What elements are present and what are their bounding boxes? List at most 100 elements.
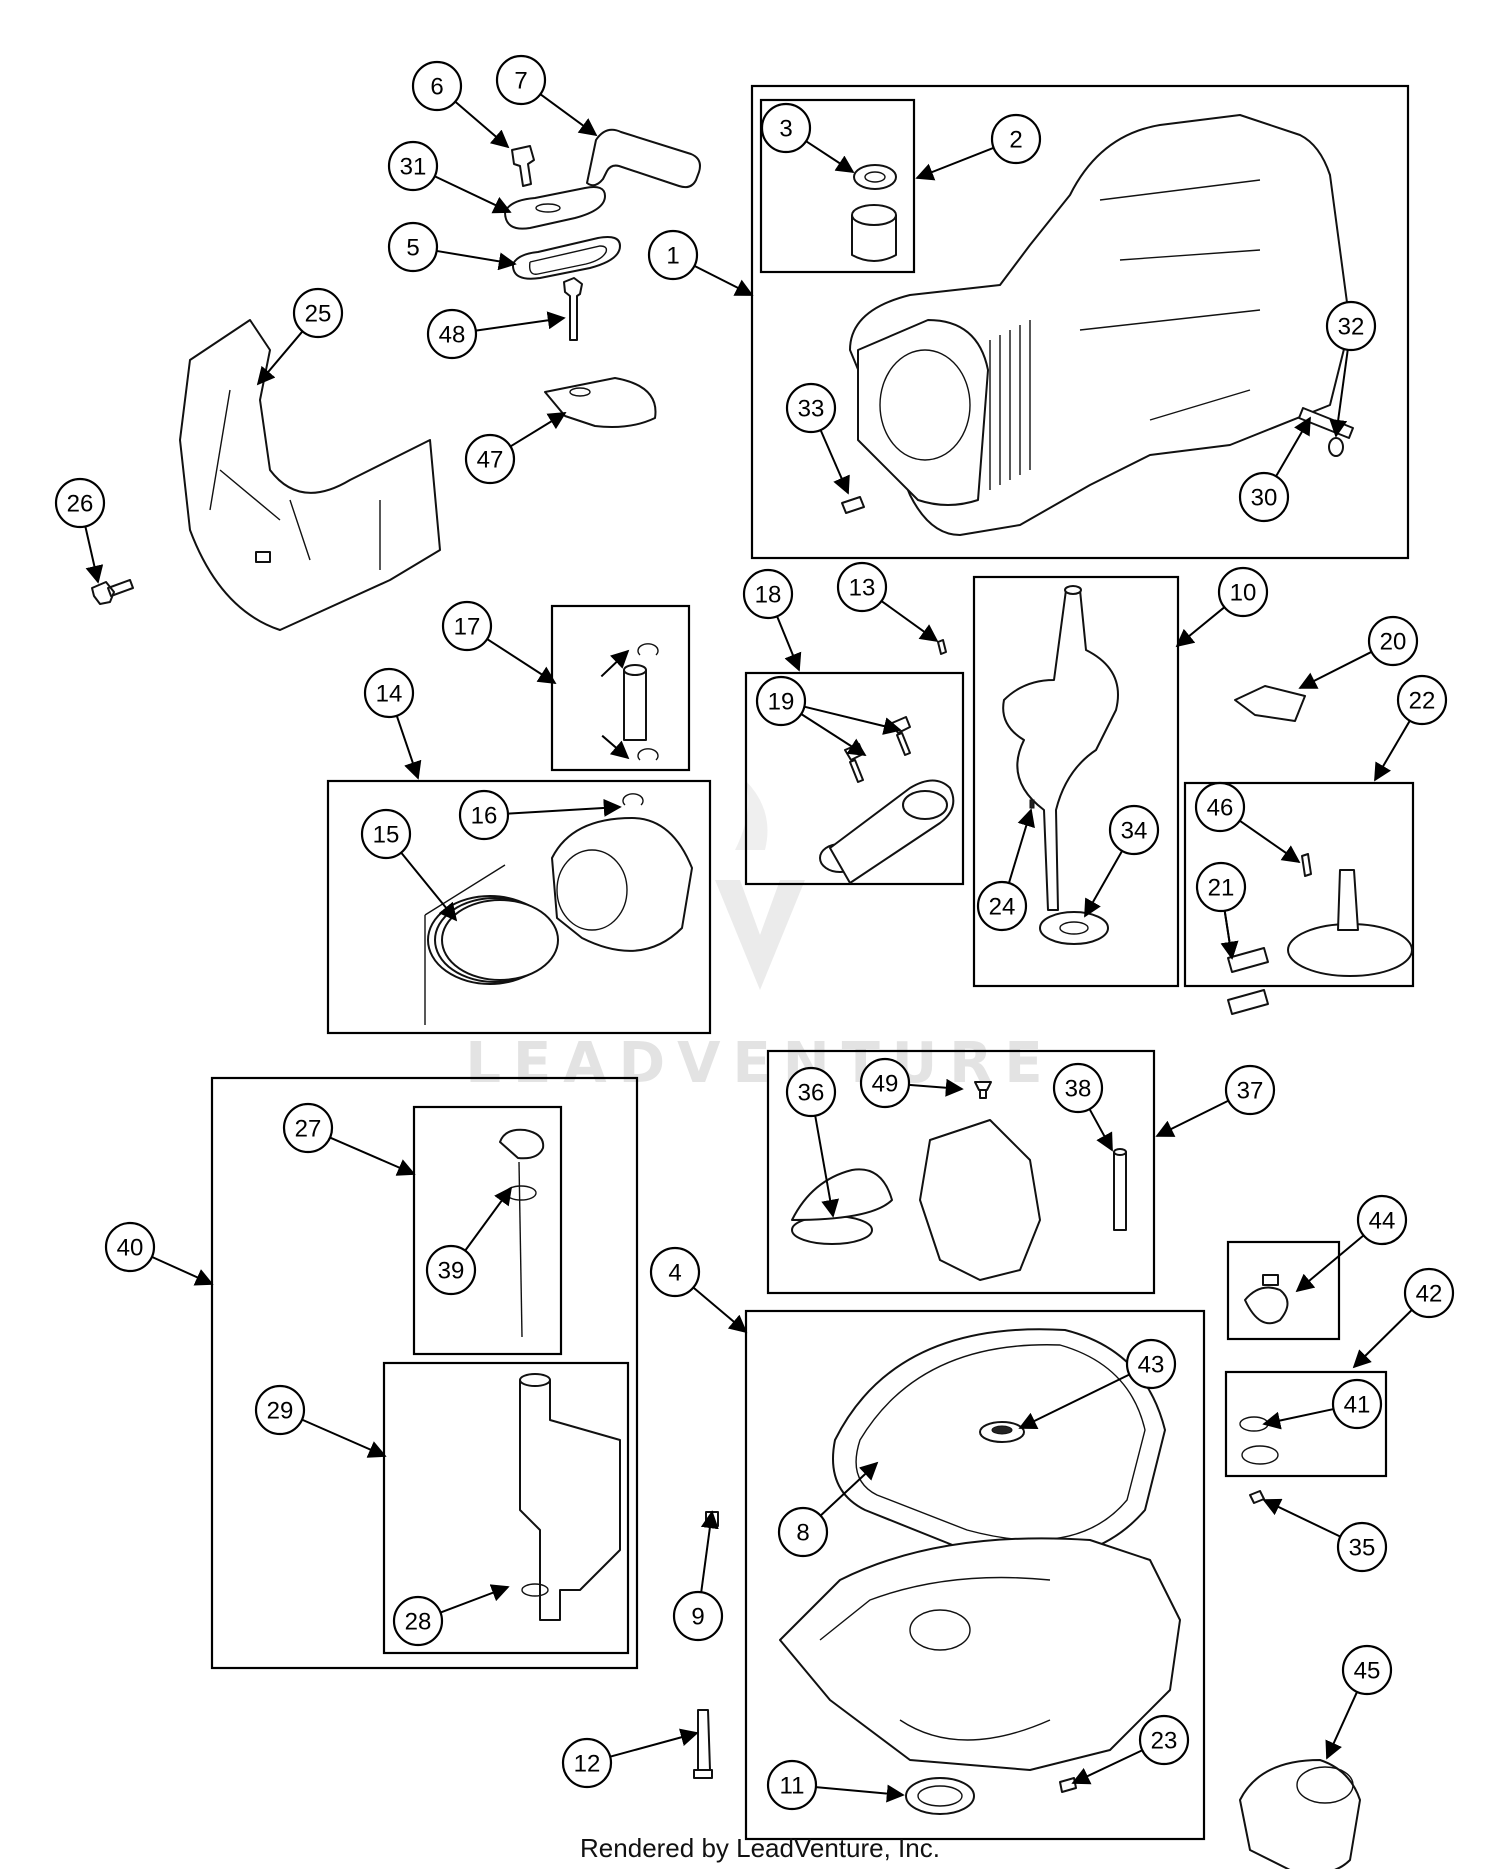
- callout-34[interactable]: 34: [1108, 804, 1160, 856]
- callout-29[interactable]: 29: [254, 1384, 306, 1436]
- callout-20[interactable]: 20: [1367, 615, 1419, 667]
- callout-number: 48: [439, 322, 466, 349]
- part-breather-tube: [586, 128, 701, 189]
- leader-line-46: [1239, 819, 1301, 864]
- callout-number: 4: [668, 1260, 681, 1287]
- callout-8[interactable]: 8: [777, 1506, 829, 1558]
- callout-number: 33: [798, 396, 825, 423]
- callout-number: 13: [849, 575, 876, 602]
- callout-38[interactable]: 38: [1052, 1062, 1104, 1114]
- callout-12[interactable]: 12: [561, 1737, 613, 1789]
- callout-18[interactable]: 18: [742, 568, 794, 620]
- callout-number: 10: [1230, 580, 1257, 607]
- callout-48[interactable]: 48: [426, 308, 478, 360]
- callout-circle: [387, 140, 439, 192]
- callout-circle: [1356, 1194, 1408, 1246]
- callout-11[interactable]: 11: [766, 1759, 818, 1811]
- callout-26[interactable]: 26: [54, 477, 106, 529]
- callout-23[interactable]: 23: [1138, 1714, 1190, 1766]
- callout-2[interactable]: 2: [990, 113, 1042, 165]
- part-screw-49: [974, 1081, 992, 1099]
- callout-44[interactable]: 44: [1356, 1194, 1408, 1246]
- leader-line-43: [1018, 1373, 1130, 1429]
- callout-circle: [54, 477, 106, 529]
- callout-circle: [387, 221, 439, 273]
- callout-17[interactable]: 17: [441, 600, 493, 652]
- callout-6[interactable]: 6: [411, 60, 463, 112]
- part-sump-gasket: [832, 1328, 1166, 1560]
- callout-43[interactable]: 43: [1125, 1338, 1177, 1390]
- box-sump: [744, 1309, 1206, 1841]
- part-camshaft: [1287, 869, 1413, 977]
- callout-33[interactable]: 33: [785, 382, 837, 434]
- callout-number: 37: [1237, 1078, 1264, 1105]
- callout-10[interactable]: 10: [1217, 566, 1269, 618]
- callout-9[interactable]: 9: [672, 1590, 724, 1642]
- part-oil-seal-11: [905, 1777, 975, 1815]
- callout-22[interactable]: 22: [1396, 674, 1448, 726]
- callout-42[interactable]: 42: [1403, 1267, 1455, 1319]
- callout-25[interactable]: 25: [292, 287, 344, 339]
- callout-16[interactable]: 16: [458, 789, 510, 841]
- callout-30[interactable]: 30: [1238, 471, 1290, 523]
- callout-number: 34: [1121, 818, 1148, 845]
- callout-15[interactable]: 15: [360, 808, 412, 860]
- callout-5[interactable]: 5: [387, 221, 439, 273]
- callout-19[interactable]: 19: [755, 675, 807, 727]
- callout-39[interactable]: 39: [425, 1244, 477, 1296]
- callout-13[interactable]: 13: [836, 561, 888, 613]
- callout-number: 39: [438, 1258, 465, 1285]
- box-engine-block: [750, 84, 1410, 560]
- callout-number: 23: [1151, 1728, 1178, 1755]
- callout-number: 25: [305, 301, 332, 328]
- part-dipstick: [499, 1128, 545, 1338]
- callout-3[interactable]: 3: [760, 102, 812, 154]
- callout-4[interactable]: 4: [649, 1246, 701, 1298]
- callout-21[interactable]: 21: [1195, 861, 1247, 913]
- callout-32[interactable]: 32: [1325, 300, 1377, 352]
- leader-line-35: [1262, 1498, 1341, 1538]
- callout-number: 22: [1409, 688, 1436, 715]
- callout-circle: [104, 1221, 156, 1273]
- callout-14[interactable]: 14: [363, 667, 415, 719]
- callout-49[interactable]: 49: [859, 1057, 911, 1109]
- box-dipstick-assembly: [210, 1076, 639, 1670]
- callout-circle: [561, 1737, 613, 1789]
- leader-line-extra-21-3: [1220, 910, 1239, 960]
- callout-31[interactable]: 31: [387, 140, 439, 192]
- callout-37[interactable]: 37: [1224, 1064, 1276, 1116]
- part-oil-filter-adapter: [1244, 1274, 1289, 1325]
- callout-27[interactable]: 27: [282, 1102, 334, 1154]
- callout-35[interactable]: 35: [1336, 1521, 1388, 1573]
- callout-1[interactable]: 1: [647, 229, 699, 281]
- leader-line-25: [256, 330, 304, 386]
- callout-47[interactable]: 47: [464, 433, 516, 485]
- leader-line-15: [400, 851, 458, 922]
- callout-45[interactable]: 45: [1341, 1644, 1393, 1696]
- callout-circle: [458, 789, 510, 841]
- leader-line-36: [814, 1115, 840, 1218]
- callout-number: 40: [117, 1235, 144, 1262]
- part-cylinder-block: [849, 114, 1351, 536]
- callout-28[interactable]: 28: [392, 1595, 444, 1647]
- callout-number: 28: [405, 1609, 432, 1636]
- callout-40[interactable]: 40: [104, 1221, 156, 1273]
- callout-46[interactable]: 46: [1194, 781, 1246, 833]
- callout-7[interactable]: 7: [495, 54, 547, 106]
- callout-number: 18: [755, 582, 782, 609]
- leader-line-45: [1325, 1691, 1358, 1760]
- callout-36[interactable]: 36: [785, 1066, 837, 1118]
- leader-line-11: [815, 1784, 905, 1803]
- callout-41[interactable]: 41: [1331, 1378, 1383, 1430]
- leader-line-12: [609, 1728, 699, 1758]
- leader-line-22: [1374, 720, 1411, 782]
- part-blower-housing: [179, 319, 441, 631]
- callout-circle: [777, 1506, 829, 1558]
- part-o-ring-41: [1239, 1416, 1279, 1465]
- part-dowel-13: [937, 639, 947, 655]
- callout-circle: [1108, 804, 1160, 856]
- leader-line-26: [84, 526, 104, 584]
- callout-number: 32: [1338, 314, 1365, 341]
- callout-24[interactable]: 24: [976, 880, 1028, 932]
- part-breather-cover: [504, 186, 606, 230]
